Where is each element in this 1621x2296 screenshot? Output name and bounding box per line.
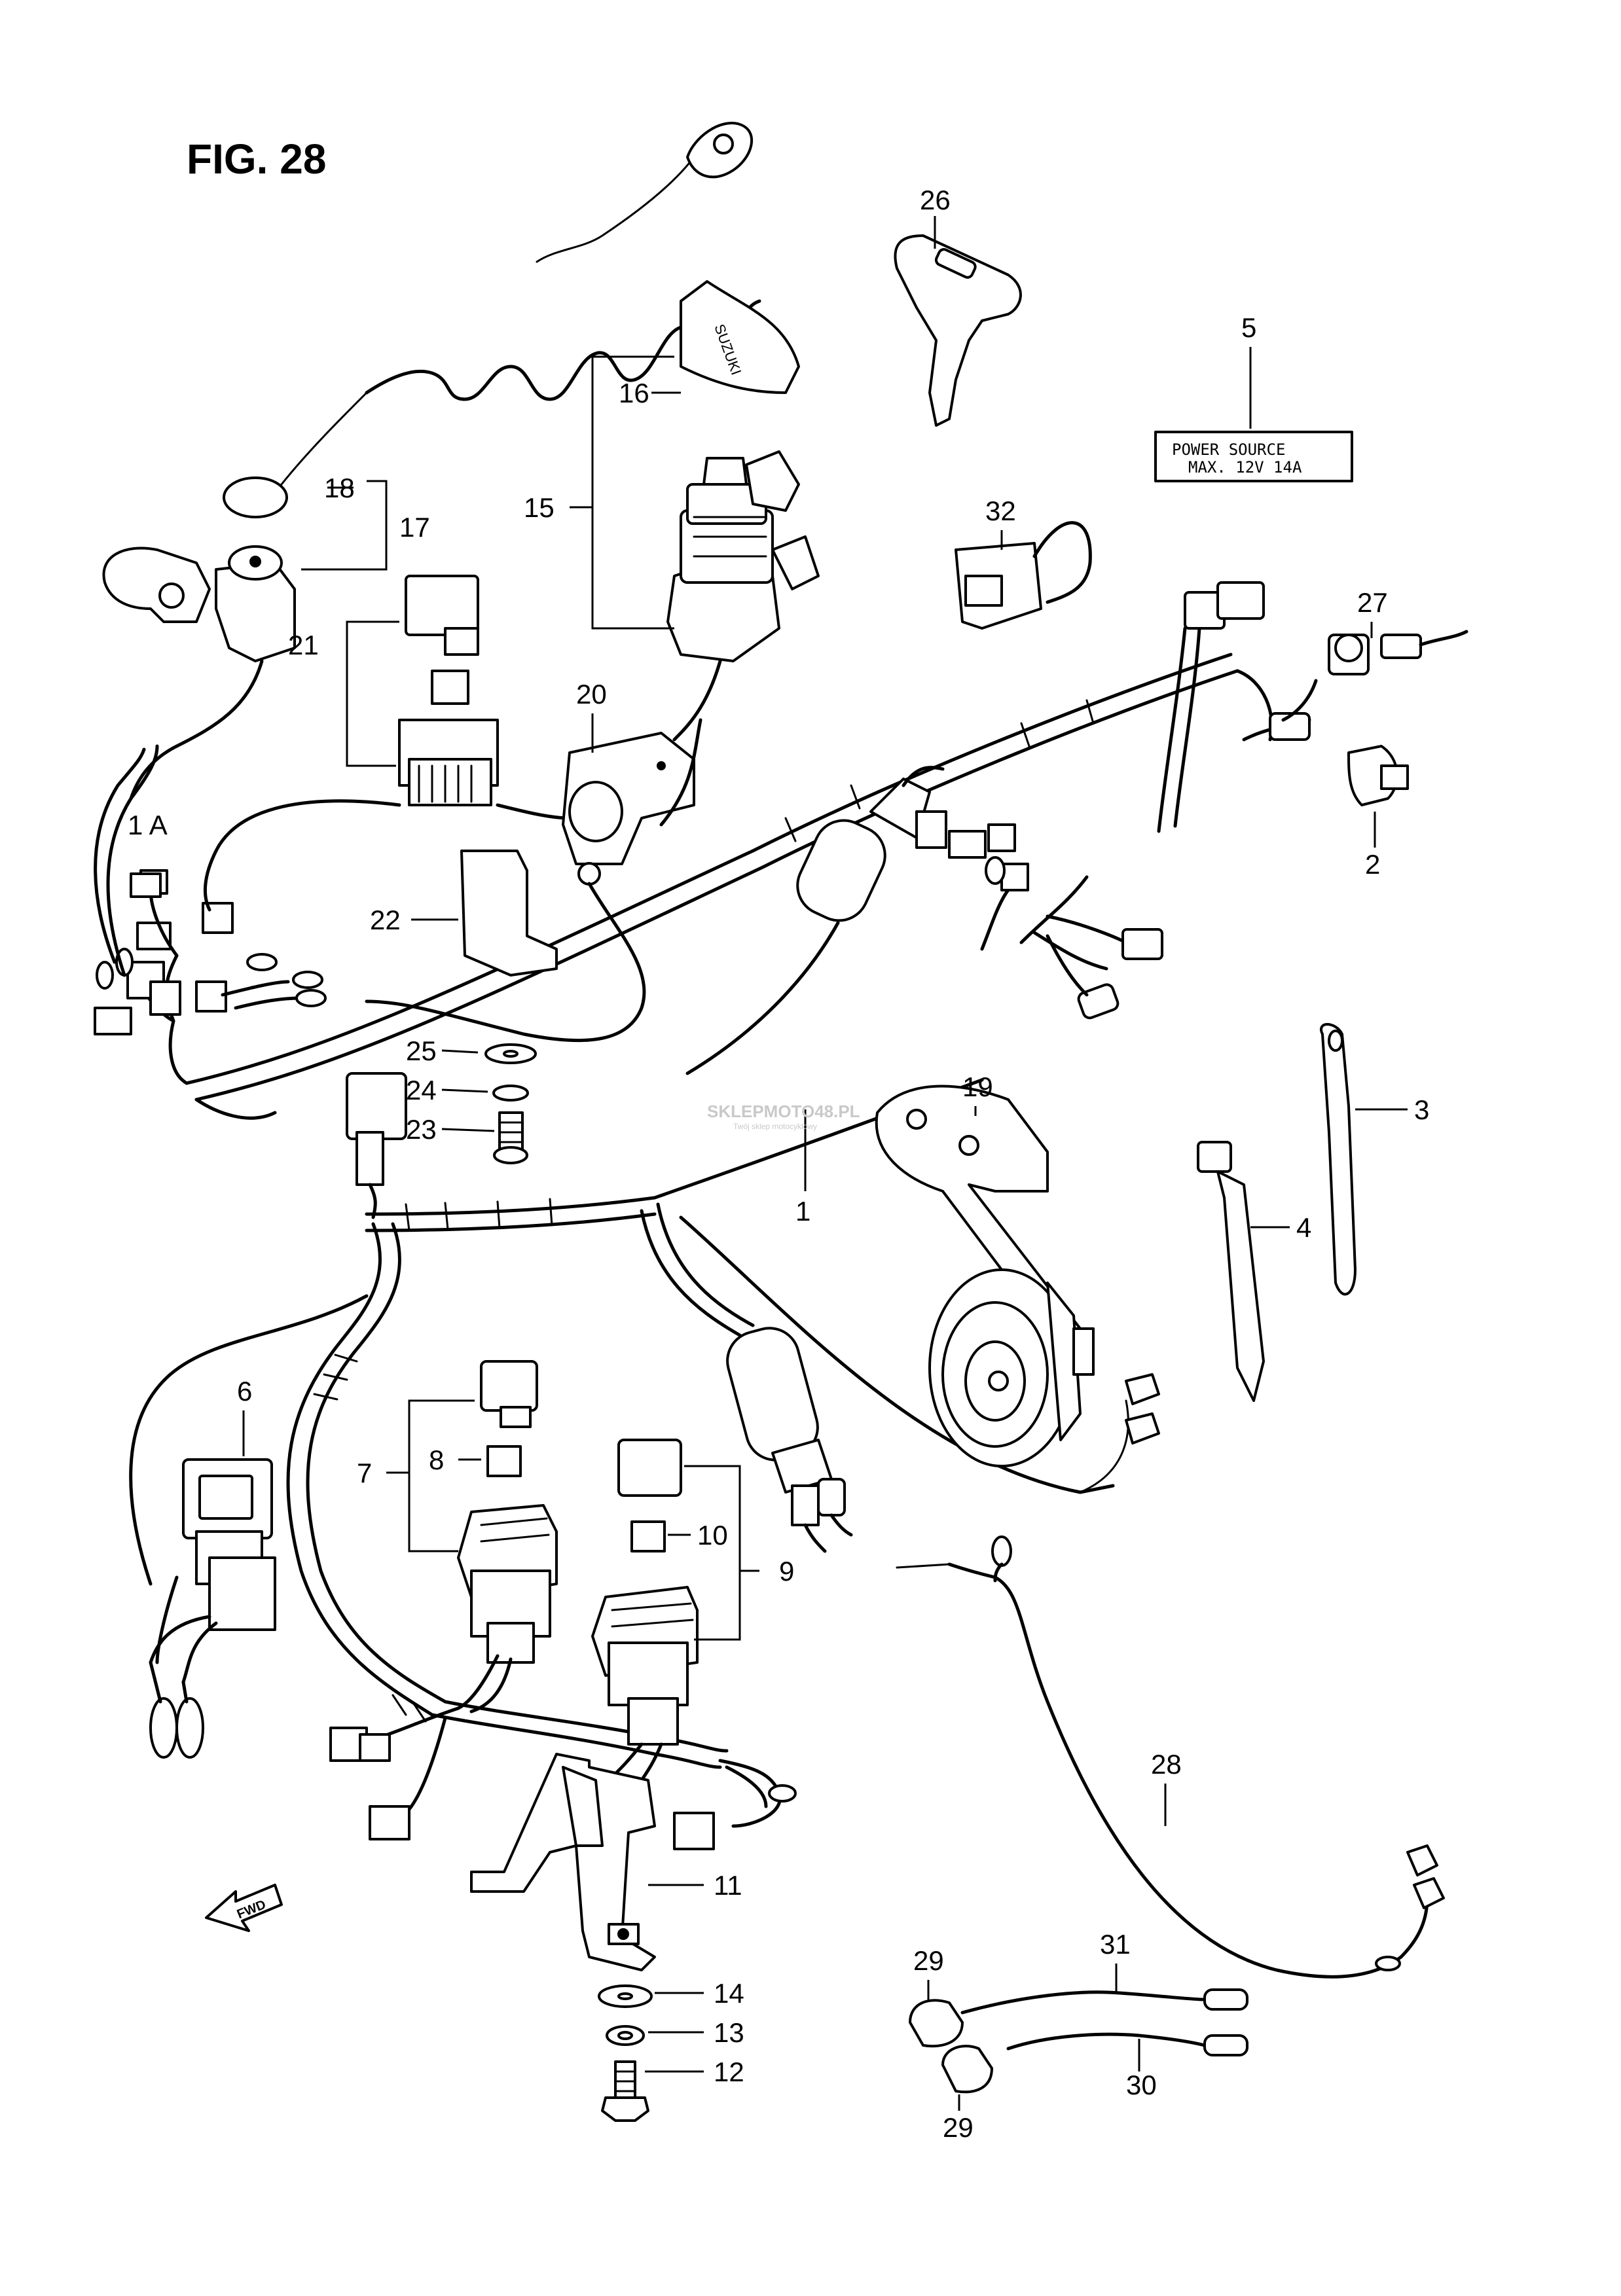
cable-tie-4 <box>1197 1141 1265 1402</box>
label-11: 11 <box>714 1870 742 1901</box>
label-1: 1 <box>795 1196 810 1227</box>
relay-7-assembly <box>456 1360 558 1713</box>
key-cap-16: SUZUKI <box>680 280 800 394</box>
harness-center-connector <box>346 1072 407 1219</box>
label-28: 28 <box>1151 1749 1182 1780</box>
label-12: 12 <box>714 2056 744 2087</box>
label-14: 14 <box>714 1978 744 2009</box>
bracket-17-18 <box>301 480 388 571</box>
label-1a: 1 A <box>128 810 168 840</box>
label-20: 20 <box>576 679 607 709</box>
connector-1a <box>130 872 162 898</box>
bracket-21 <box>346 620 399 767</box>
label-16: 16 <box>619 378 649 408</box>
bolt-23 <box>493 1111 528 1164</box>
washer-25 <box>484 1043 537 1064</box>
label-22: 22 <box>370 905 401 935</box>
svg-text:MAX. 12V 14A: MAX. 12V 14A <box>1188 458 1302 476</box>
harness-branch-connectors <box>980 856 1163 1020</box>
relay-bracket-22 <box>460 850 558 977</box>
label-18: 18 <box>324 473 355 503</box>
label-10: 10 <box>697 1520 728 1551</box>
cap-29-upper <box>909 1999 964 2048</box>
clip-2 <box>1347 745 1409 806</box>
washer-24 <box>492 1085 529 1102</box>
washer-13 <box>606 2025 645 2046</box>
label-19: 19 <box>962 1071 993 1102</box>
label-26: 26 <box>920 185 951 215</box>
label-9: 9 <box>779 1556 794 1587</box>
ignition-coil-lower <box>726 1327 853 1553</box>
relay-9-assembly <box>591 1439 699 1782</box>
figure-title: FIG. 28 <box>187 135 326 183</box>
label-21: 21 <box>288 630 319 660</box>
label-27: 27 <box>1357 587 1388 618</box>
connector-cap-32 <box>955 521 1092 630</box>
switch-27 <box>1242 630 1468 742</box>
cap-29-lower <box>941 2045 993 2094</box>
relay-6 <box>149 1458 276 1759</box>
fwd-direction-arrow: FWD <box>205 1884 283 1932</box>
label-25: 25 <box>406 1035 437 1066</box>
label-5: 5 <box>1241 312 1256 343</box>
bolt-12 <box>601 2060 649 2122</box>
ignition-coil-upper <box>685 766 1016 1075</box>
clamp-3 <box>1320 1023 1357 1296</box>
svg-text:SKLEPMOTO48.PL: SKLEPMOTO48.PL <box>707 1102 860 1121</box>
engine-stop-switch <box>102 122 761 800</box>
label-30: 30 <box>1126 2070 1157 2100</box>
key-26 <box>894 234 1022 427</box>
label-4: 4 <box>1296 1212 1311 1243</box>
label-23: 23 <box>406 1114 437 1145</box>
svg-text:POWER SOURCE: POWER SOURCE <box>1172 440 1285 459</box>
label-29-upper: 29 <box>913 1945 944 1976</box>
label-8: 8 <box>429 1444 444 1475</box>
power-source-plate: POWER SOURCE MAX. 12V 14A <box>1154 431 1353 482</box>
label-32: 32 <box>985 495 1016 526</box>
washer-14 <box>598 1984 653 2008</box>
label-2: 2 <box>1365 849 1380 880</box>
lead-wire-30 <box>1006 2032 1248 2056</box>
handlebar-switch-20 <box>365 718 702 1043</box>
harness-left-connectors <box>94 744 327 1035</box>
label-17: 17 <box>399 512 430 543</box>
bracket-9 <box>684 1465 741 1641</box>
lead-wire-31 <box>960 1988 1248 2015</box>
label-31: 31 <box>1100 1929 1131 1960</box>
label-7: 7 <box>357 1458 372 1488</box>
main-wiring-harness <box>129 626 1239 1769</box>
label-13: 13 <box>714 2017 744 2048</box>
bracket-15 <box>591 355 674 630</box>
ignition-switch-15 <box>666 450 820 742</box>
label-15: 15 <box>524 492 555 523</box>
label-29-lower: 29 <box>943 2112 974 2143</box>
bracket-7 <box>408 1399 475 1552</box>
lead-wire-28 <box>896 1535 1445 1979</box>
lower-harness-connectors <box>329 1706 797 1850</box>
horn <box>928 1268 1160 1467</box>
label-3: 3 <box>1414 1094 1429 1125</box>
relay-bracket-11 <box>470 1753 656 1971</box>
label-6: 6 <box>237 1376 252 1407</box>
watermark: SKLEPMOTO48.PL Twój sklep motocyklowy <box>707 1102 860 1131</box>
label-24: 24 <box>406 1075 437 1105</box>
svg-text:Twój sklep motocyklowy: Twój sklep motocyklowy <box>733 1122 817 1131</box>
relay-21-assembly <box>203 575 572 912</box>
